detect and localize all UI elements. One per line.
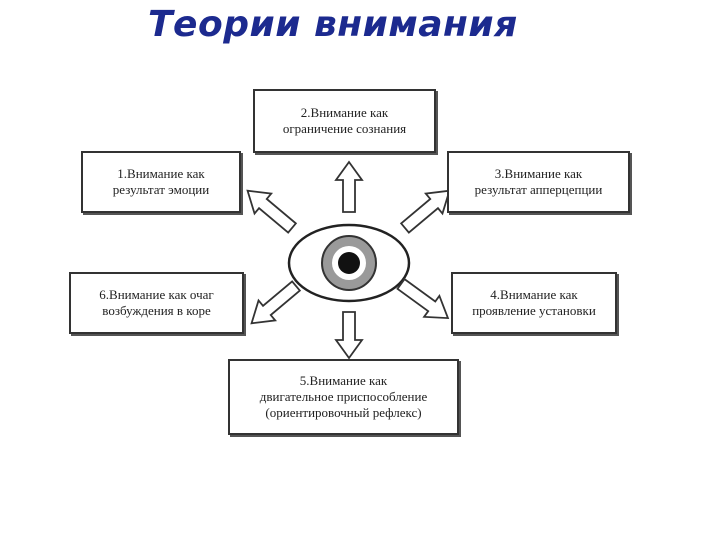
theory-box-1: 1.Внимание как результат эмоции	[81, 151, 241, 213]
theory-3-line-2: результат апперцепции	[474, 182, 603, 197]
theory-3-line-1: 3.Внимание как	[494, 166, 583, 181]
arrow-to-theory-3	[399, 189, 451, 234]
theory-5-line-2: двигательное приспособление	[259, 389, 428, 404]
theory-box-4: 4.Внимание как проявление установки	[451, 272, 617, 334]
theory-6-line-2: возбуждения в коре	[102, 303, 211, 318]
theory-box-5: 5.Внимание как двигательное приспособлен…	[228, 359, 459, 435]
theory-4-line-1: 4.Внимание как	[490, 287, 578, 302]
theory-2-line-2: ограничение сознания	[282, 121, 407, 136]
theory-box-3: 3.Внимание как результат апперцепции	[447, 151, 630, 213]
theory-2-line-1: 2.Внимание как	[300, 105, 389, 120]
theory-5-line-3: (ориентировочный рефлекс)	[265, 405, 422, 420]
theory-1-line-2: результат эмоции	[112, 182, 210, 197]
arrow-to-theory-2	[334, 160, 364, 213]
eye-pupil	[338, 252, 360, 274]
theory-6-line-1: 6.Внимание как очаг	[99, 287, 214, 302]
page-title: Теории внимания	[148, 4, 518, 45]
arrow-to-theory-5	[334, 311, 364, 360]
theory-4-line-2: проявление установки	[472, 303, 596, 318]
arrow-to-theory-4	[396, 277, 450, 320]
eye-icon	[287, 223, 411, 303]
theory-1-line-1: 1.Внимание как	[117, 166, 205, 181]
theory-box-6: 6.Внимание как очаг возбуждения в коре	[69, 272, 244, 334]
theory-box-2: 2.Внимание как ограничение сознания	[253, 89, 436, 153]
arrow-to-theory-1	[246, 189, 298, 234]
arrow-to-theory-6	[250, 280, 302, 325]
theory-5-line-1: 5.Внимание как	[299, 373, 388, 388]
